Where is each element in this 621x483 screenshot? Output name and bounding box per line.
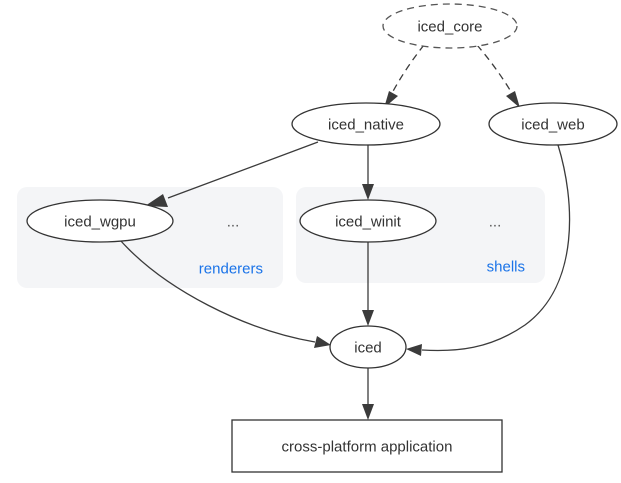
node-iced_native[interactable]: iced_native (291, 102, 441, 146)
edge-iced_native-to-iced_winit (362, 145, 374, 200)
edge-iced_native-to-iced_wgpu (145, 141, 319, 207)
node-iced_core[interactable]: iced_core (382, 3, 518, 49)
node-iced_core-shape[interactable] (382, 3, 518, 49)
arrow-head (362, 310, 374, 326)
cluster-shells-ellipsis: ... (489, 214, 502, 231)
node-iced_web-shape[interactable] (488, 102, 618, 146)
cluster-renderers-label: renderers (199, 261, 263, 278)
node-iced_web[interactable]: iced_web (488, 102, 618, 146)
node-iced_winit-label: iced_winit (335, 214, 402, 231)
arrow-head (145, 194, 168, 207)
edge-iced_core-to-iced_web (476, 44, 520, 108)
arrow-head (362, 184, 374, 200)
edge-path (167, 141, 319, 199)
node-iced_winit[interactable]: iced_winit (299, 199, 437, 243)
edge-path (421, 144, 571, 352)
cluster-shells-label: shells (487, 259, 525, 276)
arrow-head (314, 336, 331, 348)
node-iced[interactable]: iced (329, 325, 407, 369)
arrow-head (406, 344, 422, 356)
edge-iced_winit-to-iced (362, 242, 374, 326)
arrow-head (362, 404, 374, 420)
edge-iced_wgpu-to-iced (119, 239, 331, 348)
node-iced_wgpu[interactable]: iced_wgpu (26, 199, 174, 243)
cluster-renderers-ellipsis: ... (227, 214, 240, 231)
arrow-head (506, 91, 520, 108)
node-iced_winit-shape[interactable] (299, 199, 437, 243)
node-iced_native-label: iced_native (328, 117, 404, 134)
edge-iced_core-to-iced_native (384, 44, 425, 108)
node-iced_core-label: iced_core (417, 19, 482, 36)
node-application-label: cross-platform application (282, 439, 453, 456)
edge-iced_web-to-iced (406, 144, 571, 356)
edge-iced-to-application (362, 368, 374, 420)
node-iced_web-label: iced_web (521, 117, 584, 134)
node-iced_wgpu-label: iced_wgpu (64, 214, 136, 231)
edge-path (119, 239, 316, 343)
node-application-shape[interactable] (231, 419, 503, 473)
node-iced_wgpu-shape[interactable] (26, 199, 174, 243)
edge-path (390, 44, 425, 96)
node-iced-label: iced (354, 340, 382, 357)
edge-path (476, 44, 514, 96)
node-iced-shape[interactable] (329, 325, 407, 369)
node-application[interactable]: cross-platform application (231, 419, 503, 473)
node-iced_native-shape[interactable] (291, 102, 441, 146)
